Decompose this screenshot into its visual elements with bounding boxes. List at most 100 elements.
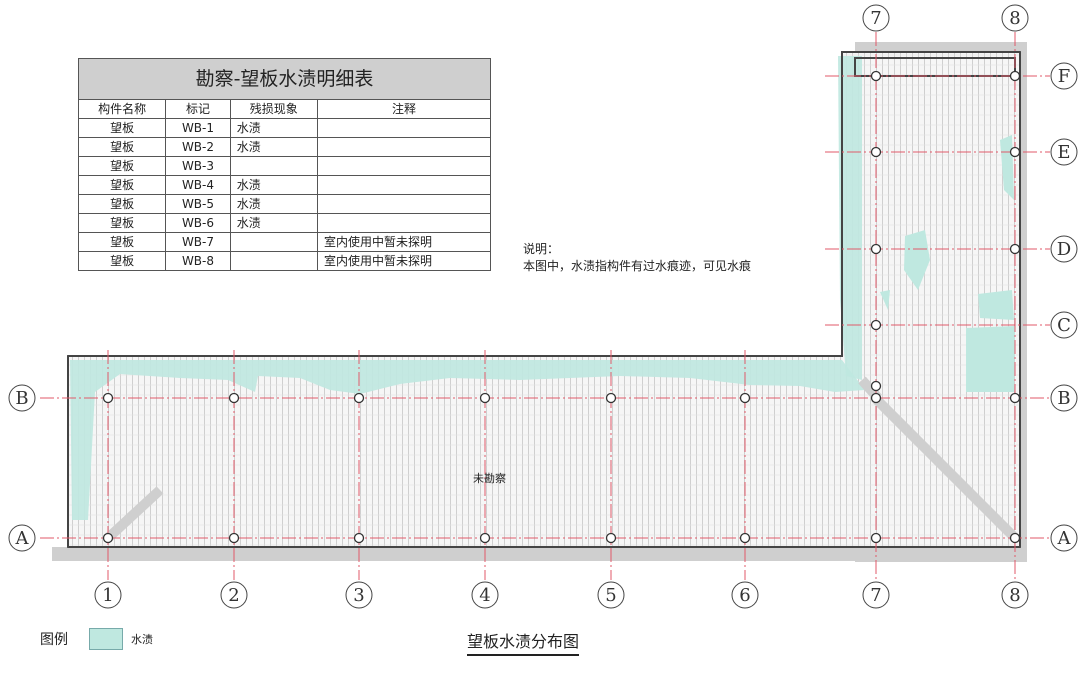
axis-bubble-label: 4 <box>479 585 490 606</box>
axis-bubble <box>220 581 248 609</box>
axis-bubble-label: 8 <box>1009 585 1020 606</box>
table-cell: 望板 <box>77 251 167 271</box>
table-cell <box>316 213 492 233</box>
column-marker <box>1009 392 1021 404</box>
table-cell <box>229 232 318 252</box>
table-cell: 望板 <box>77 232 167 252</box>
column-marker <box>228 392 240 404</box>
water-stain-region <box>880 290 890 310</box>
column-marker <box>353 532 365 544</box>
legend-note: 说明： 本图中，水渍指构件有过水痕迹，可见水痕 <box>523 241 751 275</box>
water-stain-region <box>70 360 865 520</box>
table-cell <box>229 156 318 176</box>
column-marker <box>1009 70 1021 82</box>
legend-item-label: 水渍 <box>131 633 153 646</box>
water-stain-region <box>978 290 1014 320</box>
column-marker <box>102 392 114 404</box>
axis-bubble-label: A <box>15 528 30 549</box>
table-cell <box>316 137 492 157</box>
table-header-cell: 构件名称 <box>77 99 167 119</box>
axis-bubble <box>1050 138 1078 166</box>
table-cell: WB-8 <box>165 251 231 271</box>
column-marker <box>870 70 882 82</box>
table-cell: 望板 <box>77 194 167 214</box>
table-cell: 望板 <box>77 118 167 138</box>
note-text: 本图中，水渍指构件有过水痕迹，可见水痕 <box>523 259 752 273</box>
table-cell <box>316 194 492 214</box>
water-stain-region <box>904 230 930 290</box>
legend-label: 图例 <box>40 632 68 648</box>
axis-bubble-label: 7 <box>870 8 881 29</box>
table-cell: WB-1 <box>165 118 231 138</box>
table-cell <box>316 118 492 138</box>
column-marker <box>870 392 882 404</box>
axis-bubble <box>94 581 122 609</box>
axis-bubble-label: D <box>1057 239 1071 260</box>
column-marker <box>605 532 617 544</box>
axis-bubble <box>345 581 373 609</box>
table-cell: 室内使用中暂未探明 <box>316 251 492 271</box>
axis-bubble <box>471 581 499 609</box>
table-cell <box>316 156 492 176</box>
table-cell: 水渍 <box>229 213 318 233</box>
axis-bubble-label: B <box>15 388 28 409</box>
table-cell: WB-3 <box>165 156 231 176</box>
column-marker <box>479 392 491 404</box>
column-marker <box>1009 243 1021 255</box>
axis-bubble <box>1001 4 1029 32</box>
axis-bubble-label: 5 <box>605 585 616 606</box>
axis-bubble <box>1001 581 1029 609</box>
axis-bubble <box>1050 524 1078 552</box>
axis-bubble-label: 8 <box>1009 8 1020 29</box>
axis-bubble-label: A <box>1057 528 1072 549</box>
column-marker <box>353 392 365 404</box>
figure-title: 望板水渍分布图 <box>467 628 580 656</box>
table-header-cell: 注释 <box>316 99 492 119</box>
table-cell: 水渍 <box>229 194 318 214</box>
table-cell: 望板 <box>77 175 167 195</box>
table-cell: 望板 <box>77 213 167 233</box>
table-cell: WB-7 <box>165 232 231 252</box>
axis-bubble <box>1050 311 1078 339</box>
column-marker <box>870 146 882 158</box>
axis-bubble-label: 1 <box>102 585 113 606</box>
column-marker <box>102 532 114 544</box>
table-cell: WB-4 <box>165 175 231 195</box>
table-cell: 水渍 <box>229 175 318 195</box>
table-cell: WB-2 <box>165 137 231 157</box>
column-marker <box>1009 532 1021 544</box>
table-cell: 望板 <box>77 156 167 176</box>
table-header-cell: 残损现象 <box>229 99 318 119</box>
axis-bubble <box>1050 62 1078 90</box>
column-marker <box>870 532 882 544</box>
table-cell: 室内使用中暂未探明 <box>316 232 492 252</box>
axis-bubble-label: C <box>1057 315 1071 336</box>
water-stain-areas <box>70 56 1015 520</box>
axis-bubble-label: F <box>1058 66 1071 87</box>
water-stain-region <box>966 326 1015 392</box>
column-marker <box>605 392 617 404</box>
axis-bubble-label: 3 <box>353 585 364 606</box>
column-marker <box>870 319 882 331</box>
table-header-cell: 标记 <box>165 99 231 119</box>
column-marker <box>228 532 240 544</box>
axis-bubble <box>8 384 36 412</box>
axis-bubble <box>731 581 759 609</box>
axis-bubble-label: B <box>1057 388 1070 409</box>
table-header-row: 构件名称标记残损现象注释 <box>77 99 492 119</box>
axis-bubble-label: 7 <box>870 585 881 606</box>
axis-bubble <box>1050 384 1078 412</box>
table-title: 勘察-望板水渍明细表 <box>78 58 491 100</box>
table-cell: 水渍 <box>229 118 318 138</box>
axis-bubble <box>8 524 36 552</box>
